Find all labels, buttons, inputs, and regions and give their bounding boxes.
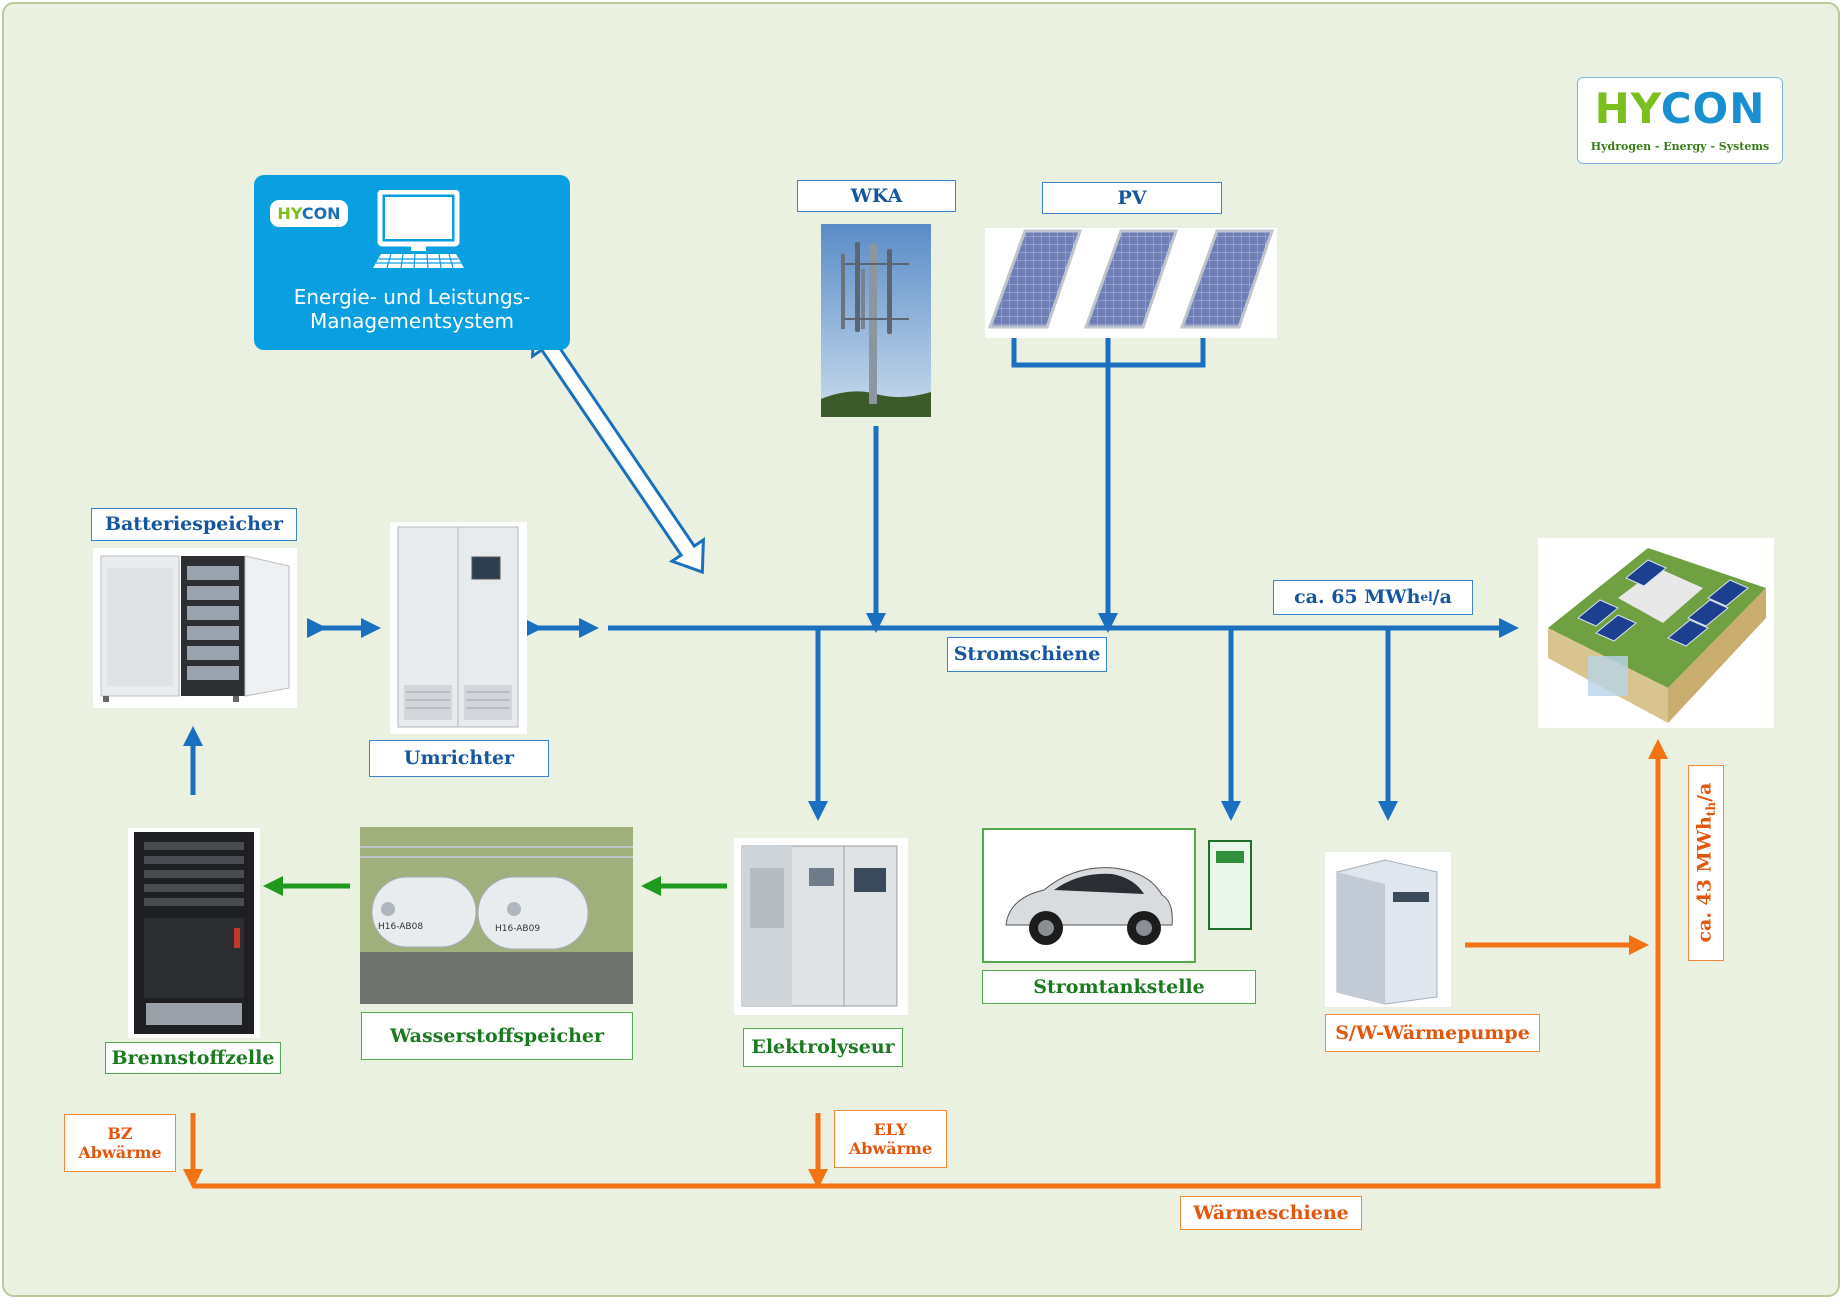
stromschiene-label: Stromschiene: [947, 637, 1107, 672]
tank-label-2: H16-AB09: [495, 924, 540, 934]
electrolyzer-image: [734, 838, 908, 1015]
heat-pump-image: [1325, 852, 1451, 1007]
ems-title: Energie- und Leistungs- Managementsystem: [293, 285, 531, 334]
heat-flow-label: ca. 43 MWhth/a: [1688, 765, 1724, 961]
pv-panels-image: [985, 228, 1277, 338]
computer-icon: [373, 190, 464, 269]
brennstoffzelle-label: Brennstoffzelle: [105, 1042, 281, 1074]
ems-badge-con: CON: [301, 204, 341, 223]
ely-abwaerme-label: ELY Abwärme: [834, 1110, 947, 1168]
elektrolyseur-label: Elektrolyseur: [743, 1028, 903, 1067]
logo-tagline: Hydrogen - Energy - Systems: [1590, 140, 1770, 153]
power-flow-unit: /a: [1432, 586, 1452, 609]
batteriespeicher-label: Batteriespeicher: [91, 508, 297, 541]
waermeschiene-label: Wärmeschiene: [1180, 1196, 1362, 1230]
heat-flow-text: ca. 43 MWhth/a: [1693, 783, 1718, 943]
heat-bus-line: [193, 739, 1668, 1189]
wind-turbine-image: [821, 224, 931, 417]
heat-flow-value: ca. 43 MWh: [1693, 816, 1716, 943]
ev-car-image: [982, 828, 1196, 963]
fuel-cell-image: [128, 828, 260, 1038]
tank-label-1: H16-AB08: [378, 922, 423, 932]
ely-abwaerme-line1: ELY: [873, 1119, 908, 1139]
inverter-image: [390, 522, 527, 734]
charging-station-icon: [1208, 840, 1252, 930]
power-flow-value: ca. 65 MWh: [1294, 586, 1421, 609]
bz-abwaerme-line2: Abwärme: [78, 1143, 162, 1162]
ems-communication-arrow: [530, 321, 706, 575]
power-flow-unit-sub: el: [1420, 590, 1433, 605]
stromtankstelle-label: Stromtankstelle: [982, 970, 1256, 1004]
wasserstoffspeicher-label: Wasserstoffspeicher: [361, 1012, 633, 1060]
hydrogen-tanks-image: H16-AB08 H16-AB09: [360, 827, 633, 1004]
battery-storage-image: [93, 548, 297, 708]
umrichter-label: Umrichter: [369, 740, 549, 777]
wka-label: WKA: [797, 180, 956, 212]
logo-con: CON: [1660, 84, 1766, 133]
pv-label: PV: [1042, 182, 1222, 214]
hycon-logo: HYCON Hydrogen - Energy - Systems: [1577, 77, 1783, 164]
ely-abwaerme-line2: Abwärme: [848, 1139, 933, 1158]
pv-collector-line: [1011, 337, 1206, 368]
waermepumpe-label: S/W-Wärmepumpe: [1325, 1014, 1540, 1052]
bz-abwaerme-line1: BZ: [107, 1123, 133, 1143]
bz-abwaerme-label: BZ Abwärme: [64, 1114, 176, 1172]
logo-hy: HY: [1594, 84, 1661, 133]
ems-badge-hy: HY: [277, 204, 302, 223]
building-image: [1538, 538, 1774, 728]
energy-management-system: HYCON Energie- und Leistungs- Management…: [254, 175, 570, 350]
heat-flow-unit: /a: [1693, 783, 1716, 803]
ems-hycon-badge: HYCON: [270, 200, 348, 227]
heat-flow-unit-sub: th: [1704, 802, 1719, 817]
